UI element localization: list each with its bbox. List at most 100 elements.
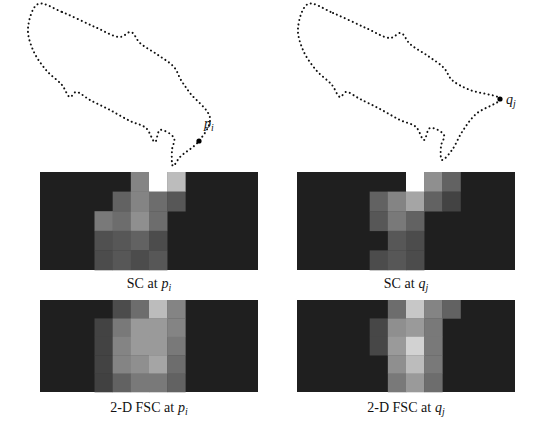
histogram-bin	[424, 172, 442, 192]
histogram-bin	[406, 172, 424, 192]
histogram-bin	[131, 337, 149, 356]
histogram-bin	[131, 172, 149, 192]
histogram-bin	[370, 337, 388, 356]
histogram-bin	[406, 337, 424, 356]
histogram-bin	[388, 192, 406, 212]
histogram-bin	[406, 318, 424, 337]
histogram-bin	[406, 355, 424, 374]
histogram-bin	[113, 355, 131, 374]
histogram-bin	[95, 211, 113, 231]
histogram-bin	[131, 211, 149, 231]
histogram-bin	[95, 337, 113, 356]
histogram-bin	[113, 231, 131, 251]
histogram-bin	[406, 211, 424, 231]
histogram-ground	[40, 300, 258, 392]
label-text: p	[161, 276, 168, 291]
histogram-ground	[297, 172, 515, 270]
histogram-bin	[131, 192, 149, 212]
histogram-bin	[95, 250, 113, 270]
histogram-bin	[406, 374, 424, 393]
histogram-bin	[167, 192, 185, 212]
histogram-grid	[297, 172, 515, 270]
label-text: 2-D FSC at	[367, 400, 431, 415]
fish-contour	[298, 3, 500, 160]
histogram-bin	[424, 318, 442, 337]
label-text: p	[178, 400, 185, 415]
panel-caption: SC atqj	[384, 277, 428, 293]
histogram-bin	[95, 231, 113, 251]
histogram-bin	[167, 337, 185, 356]
point-label: pi	[204, 117, 214, 133]
histogram-bin	[131, 231, 149, 251]
panel-caption: 2-D FSC at qj	[367, 401, 444, 417]
histogram-bin	[370, 211, 388, 231]
subscript: i	[211, 122, 214, 133]
histogram-bin	[113, 318, 131, 337]
subscript: j	[442, 406, 445, 417]
label-text: SC at	[127, 276, 158, 291]
histogram-bin	[149, 300, 167, 319]
subscript: i	[185, 406, 188, 417]
subscript: i	[168, 282, 171, 293]
histogram-bin	[149, 250, 167, 270]
label-text: q	[435, 400, 442, 415]
histogram-bin	[424, 192, 442, 212]
histogram-bin	[149, 337, 167, 356]
histogram-bin	[95, 318, 113, 337]
histogram-bin	[388, 318, 406, 337]
sample-point	[497, 96, 502, 101]
histogram-bin	[149, 172, 167, 192]
histogram-bin	[113, 337, 131, 356]
histogram-bin	[113, 250, 131, 270]
histogram-bin	[131, 250, 149, 270]
histogram-grid	[40, 172, 258, 270]
histogram-bin	[131, 300, 149, 319]
point-label: qj	[506, 93, 516, 109]
histogram-bin	[388, 211, 406, 231]
histogram-bin	[424, 337, 442, 356]
histogram-bin	[406, 250, 424, 270]
histogram-bin	[149, 192, 167, 212]
histogram-bin	[442, 300, 460, 319]
histogram-bin	[167, 374, 185, 393]
histogram-bin	[167, 318, 185, 337]
histogram-bin	[370, 318, 388, 337]
label-text: q	[506, 92, 513, 107]
histogram-bin	[442, 172, 460, 192]
histogram-bin	[167, 355, 185, 374]
histogram-bin	[370, 250, 388, 270]
subscript: j	[425, 282, 428, 293]
histogram-bin	[424, 300, 442, 319]
panel-caption: SC atpi	[127, 277, 171, 293]
histogram-bin	[370, 192, 388, 212]
histogram-bin	[149, 231, 167, 251]
histogram-bin	[113, 374, 131, 393]
histogram-bin	[388, 300, 406, 319]
histogram-bin	[388, 355, 406, 374]
histogram-bin	[131, 318, 149, 337]
histogram-bin	[424, 374, 442, 393]
histogram-bin	[388, 337, 406, 356]
histogram-bin	[442, 192, 460, 212]
histogram-bin	[113, 300, 131, 319]
histogram-bin	[167, 172, 185, 192]
histogram-bin	[95, 374, 113, 393]
histogram-bin	[388, 231, 406, 251]
histogram-bin	[131, 355, 149, 374]
label-text: SC at	[384, 276, 415, 291]
histogram-bin	[406, 231, 424, 251]
histogram-bin	[149, 211, 167, 231]
histogram-grid	[40, 300, 258, 392]
histogram-bin	[149, 374, 167, 393]
histogram-bin	[149, 318, 167, 337]
histogram-ground	[40, 172, 258, 270]
label-text: 2-D FSC at	[110, 400, 174, 415]
label-text: p	[204, 116, 211, 131]
histogram-bin	[95, 355, 113, 374]
histogram-bin	[167, 300, 185, 319]
fish-contour	[28, 3, 210, 166]
subscript: j	[513, 98, 516, 109]
histogram-bin	[406, 192, 424, 212]
